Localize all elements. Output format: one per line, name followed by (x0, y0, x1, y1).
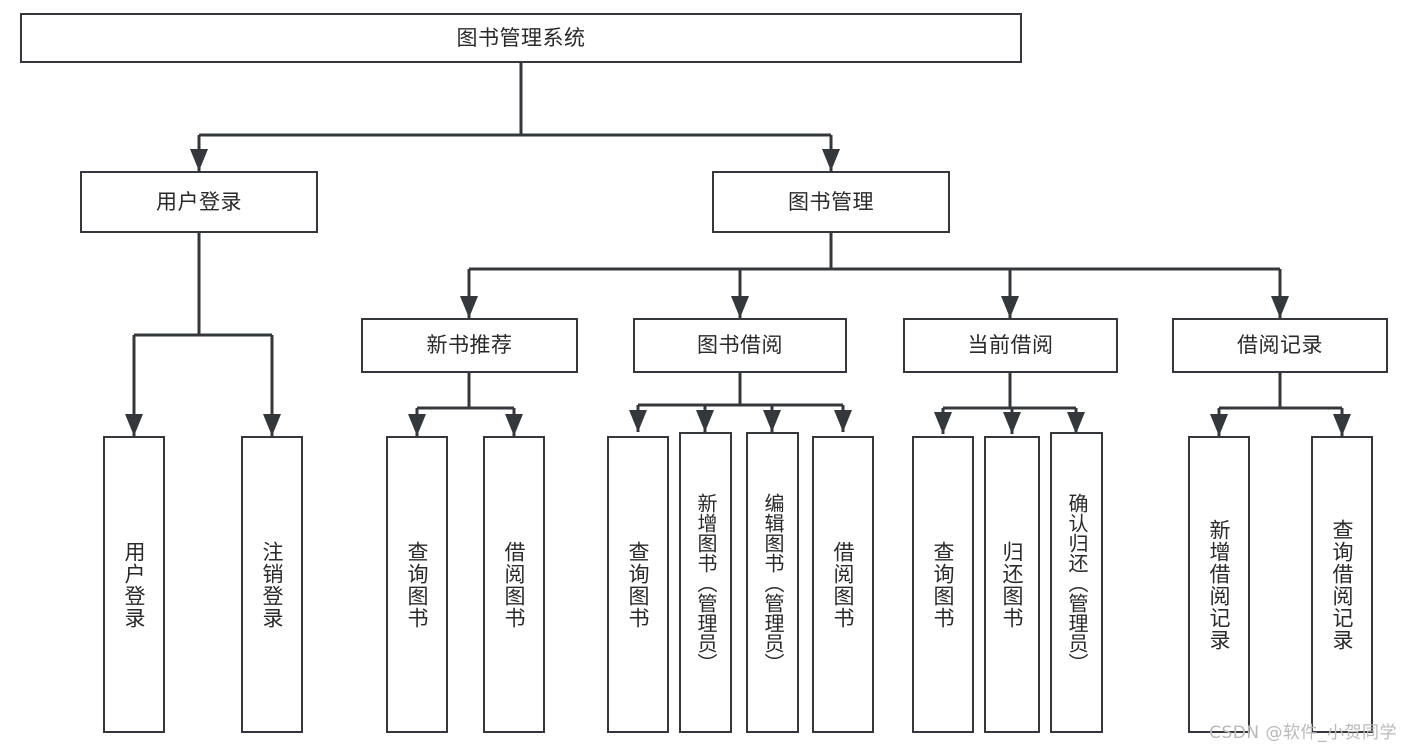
arrowhead-book-manage-split-0 (460, 296, 478, 318)
node-label: 查询图书 (626, 540, 651, 629)
node-leaf-edit-book[interactable]: 编辑图书（管理员） (746, 432, 799, 733)
node-label: 归还图书 (1000, 540, 1025, 629)
arrowhead-book-manage-split-1 (731, 296, 749, 318)
arrowhead-recommend-split-0 (408, 414, 426, 436)
arrowhead-borrow-split-2 (763, 410, 781, 432)
node-borrow-record[interactable]: 借阅记录 (1172, 318, 1388, 373)
node-label: 新增图书（管理员） (694, 492, 718, 673)
node-user-login[interactable]: 用户登录 (80, 171, 318, 233)
node-leaf-borrow-book-1[interactable]: 借阅图书 (483, 436, 545, 733)
node-leaf-logout[interactable]: 注销登录 (241, 436, 303, 733)
node-label: 确认归还（管理员） (1065, 492, 1089, 673)
node-leaf-add-record[interactable]: 新增借阅记录 (1188, 436, 1250, 733)
node-label: 当前借阅 (967, 333, 1054, 358)
node-leaf-return-book[interactable]: 归还图书 (984, 436, 1040, 733)
node-label: 借阅图书 (502, 540, 527, 629)
node-leaf-add-book[interactable]: 新增图书（管理员） (679, 432, 732, 733)
node-leaf-borrow-book-2[interactable]: 借阅图书 (812, 436, 874, 733)
node-label: 借阅图书 (831, 540, 856, 629)
node-label: 新增借阅记录 (1207, 518, 1232, 651)
node-label: 查询图书 (405, 540, 430, 629)
node-label: 图书管理 (788, 189, 874, 214)
arrowhead-book-manage-split-3 (1271, 296, 1289, 318)
arrowhead-current-split-0 (934, 412, 952, 434)
node-label: 编辑图书（管理员） (761, 492, 785, 673)
arrowhead-record-split-1 (1333, 414, 1351, 436)
arrowhead-borrow-split-0 (629, 410, 647, 432)
node-leaf-query-book-1[interactable]: 查询图书 (386, 436, 448, 733)
node-current-borrow[interactable]: 当前借阅 (903, 318, 1118, 373)
node-label: 注销登录 (260, 540, 285, 629)
arrowhead-current-split-2 (1067, 412, 1085, 434)
node-label: 用户登录 (122, 540, 147, 629)
node-new-book-recommend[interactable]: 新书推荐 (361, 318, 578, 373)
arrowhead-recommend-split-1 (505, 414, 523, 436)
node-book-borrow[interactable]: 图书借阅 (633, 318, 847, 373)
csdn-watermark: CSDN @软件_小贺同学 (1209, 723, 1397, 743)
node-leaf-user-login[interactable]: 用户登录 (103, 436, 165, 733)
arrowhead-current-split-1 (1003, 412, 1021, 434)
arrowhead-root-split-1 (822, 149, 840, 171)
node-leaf-confirm-return[interactable]: 确认归还（管理员） (1050, 432, 1103, 733)
node-leaf-query-book-2[interactable]: 查询图书 (607, 436, 669, 733)
arrowhead-borrow-split-1 (696, 410, 714, 432)
node-label: 图书管理系统 (456, 25, 586, 50)
node-label: 图书借阅 (697, 333, 783, 358)
node-book-manage[interactable]: 图书管理 (712, 171, 950, 233)
node-label: 新书推荐 (426, 333, 513, 358)
arrowhead-borrow-split-3 (834, 410, 852, 432)
arrowhead-record-split-0 (1210, 414, 1228, 436)
node-leaf-query-record[interactable]: 查询借阅记录 (1311, 436, 1373, 733)
node-label: 用户登录 (156, 189, 242, 214)
node-root[interactable]: 图书管理系统 (20, 13, 1022, 63)
node-leaf-query-book-3[interactable]: 查询图书 (912, 436, 974, 733)
node-label: 查询借阅记录 (1330, 518, 1355, 651)
arrowhead-book-manage-split-2 (1001, 296, 1019, 318)
node-label: 借阅记录 (1237, 333, 1323, 358)
node-label: 查询图书 (931, 540, 956, 629)
arrowhead-user-login-split-0 (125, 414, 143, 436)
arrowhead-user-login-split-1 (263, 414, 281, 436)
arrowhead-root-split-0 (190, 149, 208, 171)
